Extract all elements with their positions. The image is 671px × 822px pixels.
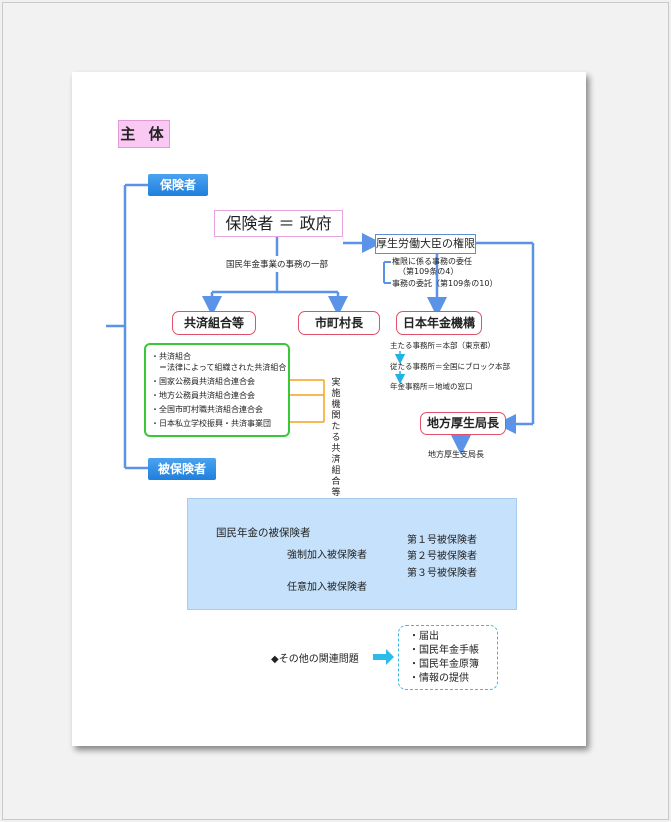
compulsory-label: 強制加入被保険者 xyxy=(287,550,367,561)
government-box: 保険者 ＝ 政府 xyxy=(214,210,343,237)
insured-panel: 国民年金の被保険者 強制加入被保険者 任意加入被保険者 第１号被保険者 第２号被… xyxy=(187,498,517,610)
other-issues-list: ・届出 ・国民年金手帳 ・国民年金原簿 ・情報の提供 xyxy=(398,625,498,690)
delegation-line-3: 事務の委託（第109条の10） xyxy=(392,279,498,288)
minister-authority-box: 厚生労働大臣の権限 xyxy=(375,234,476,254)
list-item: ・国民年金手帳 xyxy=(409,645,479,656)
pension-org-box: 日本年金機構 xyxy=(396,311,482,335)
insured-heading: 国民年金の被保険者 xyxy=(216,527,311,539)
list-item: ・情報の提供 xyxy=(409,673,469,684)
type-3-label: 第３号被保険者 xyxy=(407,568,477,579)
right-arrow-icon xyxy=(373,649,394,665)
list-item: ・全国市町村職共済組合連合会 xyxy=(151,405,263,414)
delegation-line-1: 権限に係る事務の委任 xyxy=(392,257,472,266)
type-1-label: 第１号被保険者 xyxy=(407,535,477,546)
mutual-aid-box: 共済組合等 xyxy=(172,311,256,335)
list-item: ・国民年金原簿 xyxy=(409,659,479,670)
regional-branch-label: 地方厚生支局長 xyxy=(428,450,484,459)
other-issues-label: ◆その他の関連問題 xyxy=(271,654,359,665)
list-item: ・国家公務員共済組合連合会 xyxy=(151,377,255,386)
mutual-aid-list: ・共済組合 ＝法律によって組織された共済組合 ・国家公務員共済組合連合会 ・地方… xyxy=(144,343,290,437)
list-item: ＝法律によって組織された共済組合 xyxy=(151,363,287,372)
list-item: ・地方公務員共済組合連合会 xyxy=(151,391,255,400)
list-item: ・日本私立学校振興・共済事業団 xyxy=(151,419,271,428)
org-office-secondary: 従たる事務所＝全国にブロック本部 xyxy=(390,362,510,371)
org-office-local: 年金事務所＝地域の窓口 xyxy=(390,382,473,391)
delegation-line-2: （第109条の4） xyxy=(398,267,459,276)
municipal-box: 市町村長 xyxy=(298,311,380,335)
page-title: 主 体 xyxy=(118,120,170,148)
list-item: ・共済組合 xyxy=(151,352,191,361)
list-item: ・届出 xyxy=(409,631,439,642)
regional-bureau-box: 地方厚生局長 xyxy=(420,412,506,435)
voluntary-label: 任意加入被保険者 xyxy=(287,582,367,593)
insured-tag: 被保険者 xyxy=(148,458,216,480)
org-office-main: 主たる事務所＝本部（東京都） xyxy=(390,341,495,350)
type-2-label: 第２号被保険者 xyxy=(407,551,477,562)
implementing-bodies-label: 実施機関たる共済組合等 xyxy=(331,378,341,498)
affairs-part-label: 国民年金事業の事務の一部 xyxy=(226,260,329,270)
insurer-tag: 保険者 xyxy=(148,174,208,196)
